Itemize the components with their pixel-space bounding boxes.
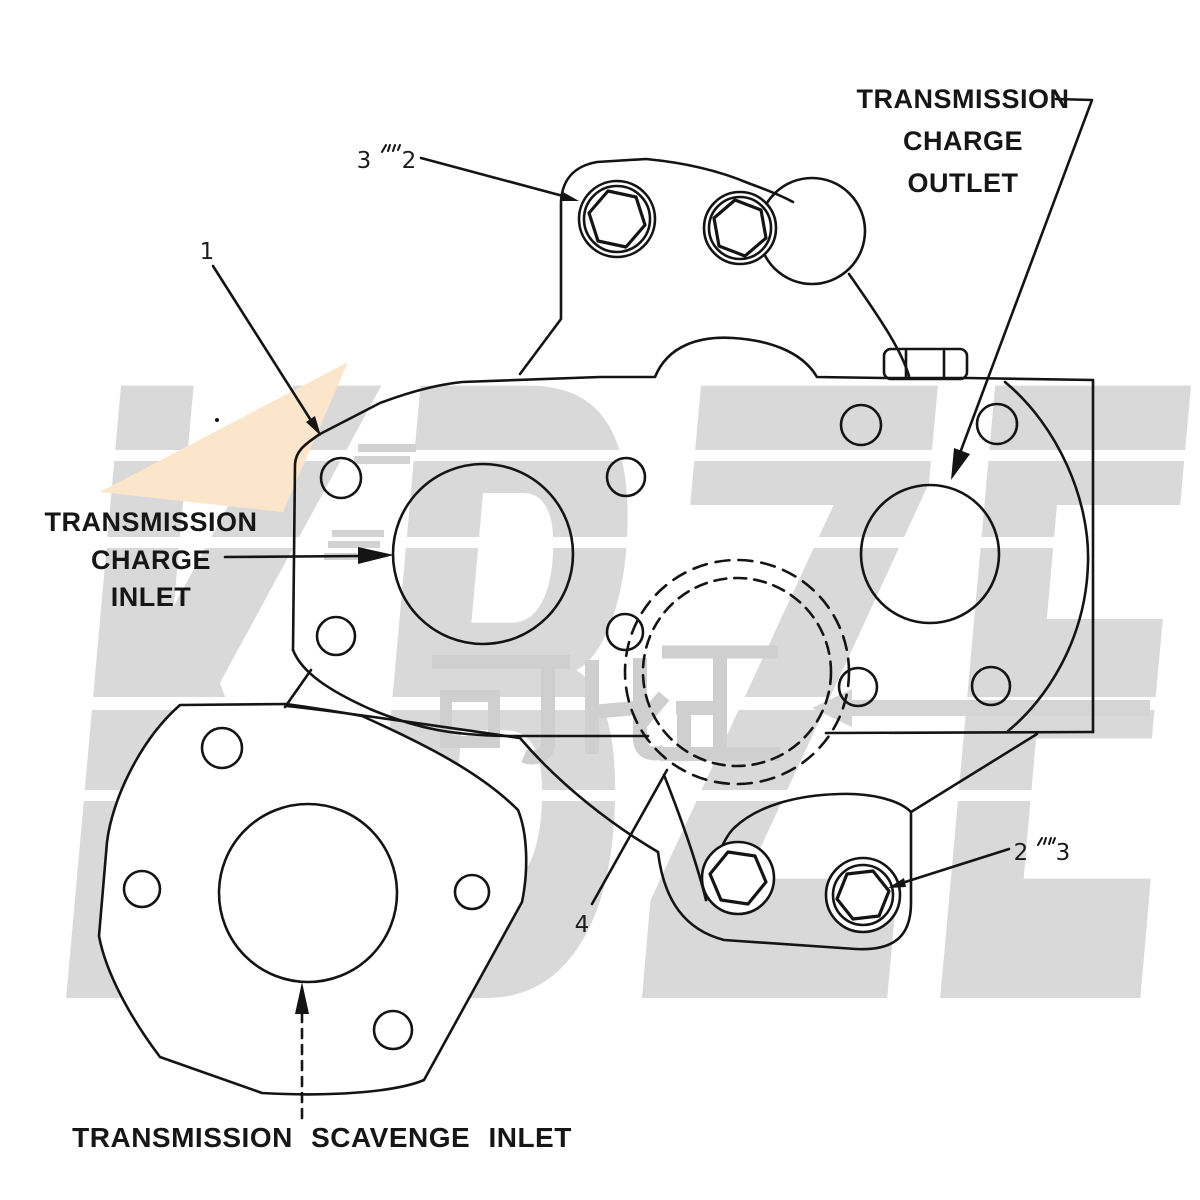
bottom-mounting-bracket	[518, 732, 1039, 951]
callout-4-leader	[590, 768, 669, 906]
label-charge-inlet-line3: INLET	[111, 582, 192, 612]
charge-inlet-bore	[391, 462, 575, 646]
top-bracket-outline	[518, 157, 795, 376]
pump-drawing	[97, 97, 1095, 1124]
flange-bolt-hole	[453, 873, 491, 911]
callout-numbers: 3 2 1 4 2 3	[200, 148, 1071, 938]
watermark-cjk-glyphs	[432, 645, 780, 765]
charge-inlet-arrowhead-icon	[358, 547, 394, 564]
scavenge-port-bore	[217, 802, 399, 984]
body-flange-seam	[285, 704, 522, 740]
callout-top-b: 2	[402, 148, 417, 174]
label-charge-inlet-line1: TRANSMISSION	[44, 507, 257, 537]
scavenge-flange-outline	[97, 702, 528, 1096]
hatch-tick-icon	[1037, 837, 1056, 846]
body-top-edge	[318, 336, 1095, 436]
callout-body: 1	[200, 239, 215, 265]
callout-3-2-leader	[419, 156, 565, 198]
label-charge-outlet: TRANSMISSION CHARGE OUTLET	[856, 84, 1069, 198]
body-bottom-left-corner	[291, 648, 650, 738]
callout-bottom-b: 3	[1056, 840, 1071, 866]
stray-dot	[215, 418, 219, 422]
pump-body	[215, 336, 1095, 740]
top-bracket-right-descent	[847, 272, 911, 378]
body-bolt-hole	[315, 615, 357, 657]
callout-bottom-a: 2	[1014, 840, 1029, 866]
flange-bolt-hole	[372, 1009, 414, 1051]
charge-outlet-arrowhead-icon	[951, 448, 970, 480]
label-charge-outlet-line2: CHARGE	[903, 126, 1023, 156]
flange-bolt-hole	[200, 726, 244, 770]
body-pinch-line	[283, 668, 313, 709]
label-charge-outlet-line3: OUTLET	[908, 168, 1019, 198]
callout-2-3-leader	[900, 847, 1011, 885]
body-bolt-hole	[605, 456, 647, 498]
body-right-lobe-curve	[1003, 380, 1090, 733]
flange-bolt-hole	[122, 869, 162, 909]
diagram-labels: TRANSMISSION CHARGE OUTLET TRANSMISSION …	[44, 84, 1070, 1153]
body-left-edge	[291, 432, 322, 652]
callout-port: 4	[575, 912, 590, 938]
bottom-bracket-outline	[656, 792, 913, 951]
charge-inlet-leader	[223, 554, 364, 559]
charge-outlet-leader	[958, 97, 1094, 455]
body-bolt-hole	[839, 403, 883, 447]
bottom-bracket-diagonal	[909, 732, 1039, 814]
label-scavenge-inlet: TRANSMISSION SCAVENGE INLET	[72, 1122, 572, 1153]
hex-bolt	[824, 856, 902, 934]
body-bottom-edge-right	[824, 730, 1095, 735]
body-bolt-hole	[975, 402, 1019, 446]
scavenge-inlet-arrowhead-icon	[295, 982, 309, 1014]
body-bolt-hole	[319, 456, 363, 500]
hex-bolt	[577, 179, 657, 259]
label-charge-inlet-line2: CHARGE	[91, 545, 211, 575]
label-charge-outlet-line1: TRANSMISSION	[856, 84, 1069, 114]
body-bolt-hole	[605, 612, 645, 652]
callout-3-2-arrowhead-icon	[560, 192, 579, 201]
callout-tick-marks	[381, 144, 1056, 846]
hex-bolt	[700, 840, 776, 916]
hidden-bore-dashed	[623, 558, 851, 786]
leaders-and-arrows	[211, 97, 1094, 1124]
neck-left-contour	[518, 736, 660, 854]
body-bolt-hole	[837, 666, 879, 708]
charge-outlet-bore	[859, 483, 1001, 625]
hatch-tick-icon	[381, 144, 401, 153]
callout-2-3-arrowhead-icon	[888, 878, 906, 888]
callout-1-leader	[211, 264, 314, 424]
watermark-orange-wedge	[100, 362, 348, 512]
callout-top-a: 3	[357, 148, 372, 174]
callout-1-arrowhead-icon	[306, 416, 321, 436]
body-bolt-hole	[970, 665, 1012, 707]
hex-bolt	[702, 190, 778, 266]
label-charge-inlet: TRANSMISSION CHARGE INLET	[44, 507, 257, 612]
top-mounting-bracket	[518, 157, 911, 378]
scavenge-flange	[97, 702, 528, 1096]
watermark-arrow-band	[812, 689, 1150, 727]
